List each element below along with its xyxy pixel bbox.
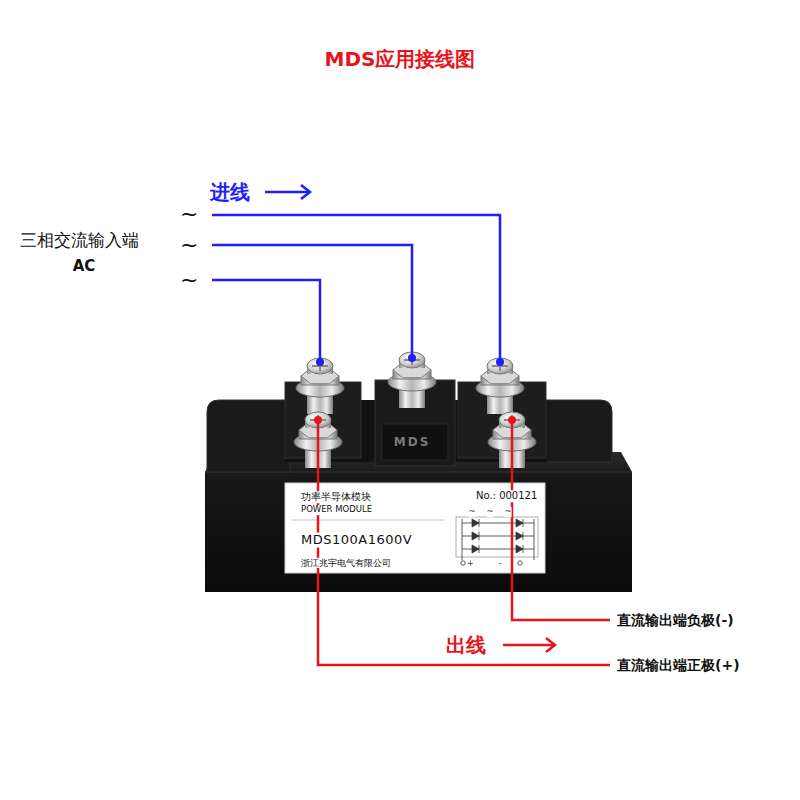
input-wire (212, 215, 500, 362)
schematic-symbol: ~ (487, 507, 494, 517)
ac-symbol: ~ (180, 232, 198, 258)
direction-label: 进线 (210, 180, 250, 204)
direction-arrow (265, 191, 310, 194)
pin-name: - (499, 559, 502, 569)
pin-name: + (467, 559, 474, 569)
diode-symbol (516, 519, 523, 527)
housing-base (205, 452, 632, 592)
diode-symbol (516, 545, 523, 553)
diagram-title: MDS应用接线图 (0, 47, 800, 71)
ac-symbol: ~ (180, 201, 198, 227)
wire-end-dot (316, 358, 324, 366)
arrow-head (301, 185, 310, 199)
ac-symbol: ~ (180, 267, 198, 293)
screw-head (487, 358, 513, 374)
direction-label: 出线 (446, 633, 486, 657)
output-label: 直流输出端正极(+) (617, 657, 740, 674)
diode-symbol (472, 532, 479, 540)
schematic-symbol: ~ (505, 507, 512, 517)
output-wire (512, 420, 610, 620)
input-wire (212, 245, 412, 358)
output-label: 直流输出端负极(-) (617, 612, 734, 629)
input-wire (212, 280, 320, 362)
manufacturer: 浙江兆宇电气有限公司 (300, 558, 392, 568)
nameplate: 功率半导体模块 POWER MODULE No.: 000121MDS100A160… (285, 483, 545, 573)
bridge-schematic (456, 517, 538, 565)
diode-symbol (516, 532, 523, 540)
terminal-screw (388, 352, 436, 408)
schematic-frame (456, 517, 538, 557)
wire-end-dot (496, 358, 504, 366)
screw-head (399, 352, 425, 368)
nameplate-text: POWER MODULE (300, 505, 373, 515)
arrow-head (546, 638, 555, 652)
wire-end-dot (408, 354, 416, 362)
diode-symbol (472, 519, 479, 527)
input-label: AC (73, 257, 96, 275)
mounting-ear-left (207, 400, 290, 472)
output-pin (461, 561, 465, 565)
input-label: 三相交流输入端 (20, 230, 139, 250)
schematic-symbol: ~ (469, 507, 476, 517)
power-module (205, 352, 632, 592)
wire-end-dot (314, 416, 322, 424)
nameplate-rule (292, 520, 445, 521)
wiring (212, 185, 610, 665)
schematic-rail (462, 519, 463, 560)
diode-symbol (472, 545, 479, 553)
serial-number: No.: 000121 (475, 490, 538, 502)
screw-head (307, 358, 333, 374)
output-pin (518, 561, 522, 565)
schematic-rail (534, 519, 535, 560)
nameplate-text: 功率半导体模块 (300, 491, 372, 503)
embossed-mark: MDS (394, 435, 431, 449)
terminal-screw (296, 358, 344, 414)
wire-end-dot (508, 416, 516, 424)
terminal-screw (476, 358, 524, 414)
direction-arrow (503, 644, 555, 647)
mounting-ear-right (545, 400, 612, 462)
nameplate-background (285, 483, 545, 573)
model-number: MDS100A1600V (300, 533, 413, 548)
emboss-panel (382, 424, 448, 460)
